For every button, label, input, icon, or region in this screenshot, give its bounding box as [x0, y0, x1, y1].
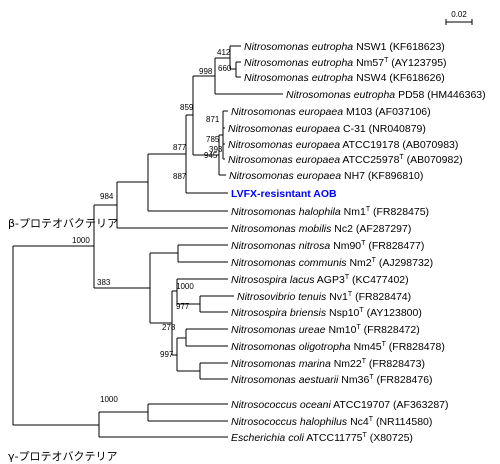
taxon-label: Nitrosomonas europaea ATCC19178 (AB07098…: [228, 139, 458, 151]
bootstrap-value: 859: [180, 103, 194, 112]
taxon-label: Nitrosomonas mobilis Nc2 (AF287297): [231, 223, 411, 235]
bootstrap-value: 393: [209, 145, 223, 154]
taxon-label: Nitrosomonas europaea C-31 (NR040879): [228, 123, 426, 135]
taxon-label: Nitrosomonas oligotropha Nm45T (FR828478…: [231, 341, 445, 353]
bootstrap-value: 977: [176, 302, 190, 311]
taxon-label: Nitrosococcus halophilus Nc4T (NR114580): [231, 416, 432, 428]
highlight-taxon-label: LVFX-resisntant AOB: [231, 188, 337, 200]
taxon-label: Nitrosomonas europaea ATCC25978T (AB0709…: [228, 154, 463, 166]
group-label-beta: β-プロテオバクテリア: [8, 217, 118, 230]
taxon-label: Nitrosomonas communis Nm2T (AJ298732): [231, 257, 433, 269]
taxon-label: Nitrosomonas eutropha NSW4 (KF618626): [244, 72, 445, 84]
taxon-label: Nitrosovibrio tenuis Nv1T (FR828474): [237, 291, 411, 303]
group-label-gamma: γ-プロテオバクテリア: [8, 450, 117, 463]
taxon-label: Nitrosomonas nitrosa Nm90T (FR828477): [231, 240, 424, 252]
bootstrap-value: 997: [160, 350, 174, 359]
taxon-label: Nitrosomonas eutropha PD58 (HM446363): [286, 89, 486, 101]
bootstrap-value: 1000: [100, 395, 118, 404]
bootstrap-value: 877: [173, 143, 187, 152]
tree-branches: [12, 45, 283, 438]
taxon-label: Nitrosomonas ureae Nm10T (FR828472): [231, 324, 420, 336]
bootstrap-value: 887: [173, 172, 187, 181]
taxon-labels: Nitrosomonas eutropha NSW1 (KF618623) Nit…: [228, 41, 486, 444]
taxon-label: Nitrosomonas marina Nm22T (FR828473): [231, 358, 425, 370]
taxon-label: Nitrosomonas eutropha Nm57T (AY123795): [244, 57, 447, 69]
taxon-label: Nitrosomonas eutropha NSW1 (KF618623): [244, 41, 445, 53]
taxon-label: Nitrosococcus oceani ATCC19707 (AF363287…: [231, 399, 449, 411]
taxon-label: Escherichia coli ATCC11775T (X80725): [231, 432, 413, 444]
taxon-label: Nitrosomonas europaea NH7 (KF896810): [229, 170, 423, 182]
taxon-label: Nitrosomonas europaea M103 (AF037106): [231, 106, 431, 118]
bootstrap-value: 1000: [72, 236, 90, 245]
taxon-label: Nitrosomonas aestuarii Nm36T (FR828476): [231, 374, 433, 386]
scale-bar-label: 0.02: [451, 10, 467, 19]
taxon-label: Nitrosospira briensis Nsp10T (AY123800): [231, 307, 422, 319]
bootstrap-value: 785: [206, 135, 220, 144]
bootstrap-value: 412: [217, 48, 231, 57]
bootstrap-value: 871: [206, 115, 220, 124]
scale-bar: 0.02: [445, 10, 473, 25]
bootstrap-value: 945: [204, 151, 218, 160]
bootstrap-value: 984: [100, 192, 114, 201]
bootstrap-value: 278: [162, 323, 176, 332]
bootstrap-value: 660: [218, 64, 232, 73]
taxon-label: Nitrosospira lacus AGP3T (KC477402): [231, 274, 409, 286]
bootstrap-value: 1000: [176, 282, 194, 291]
taxon-label: Nitrosomonas halophila Nm1T (FR828475): [231, 206, 429, 218]
bootstrap-value: 383: [97, 278, 111, 287]
bootstrap-value: 998: [199, 67, 213, 76]
